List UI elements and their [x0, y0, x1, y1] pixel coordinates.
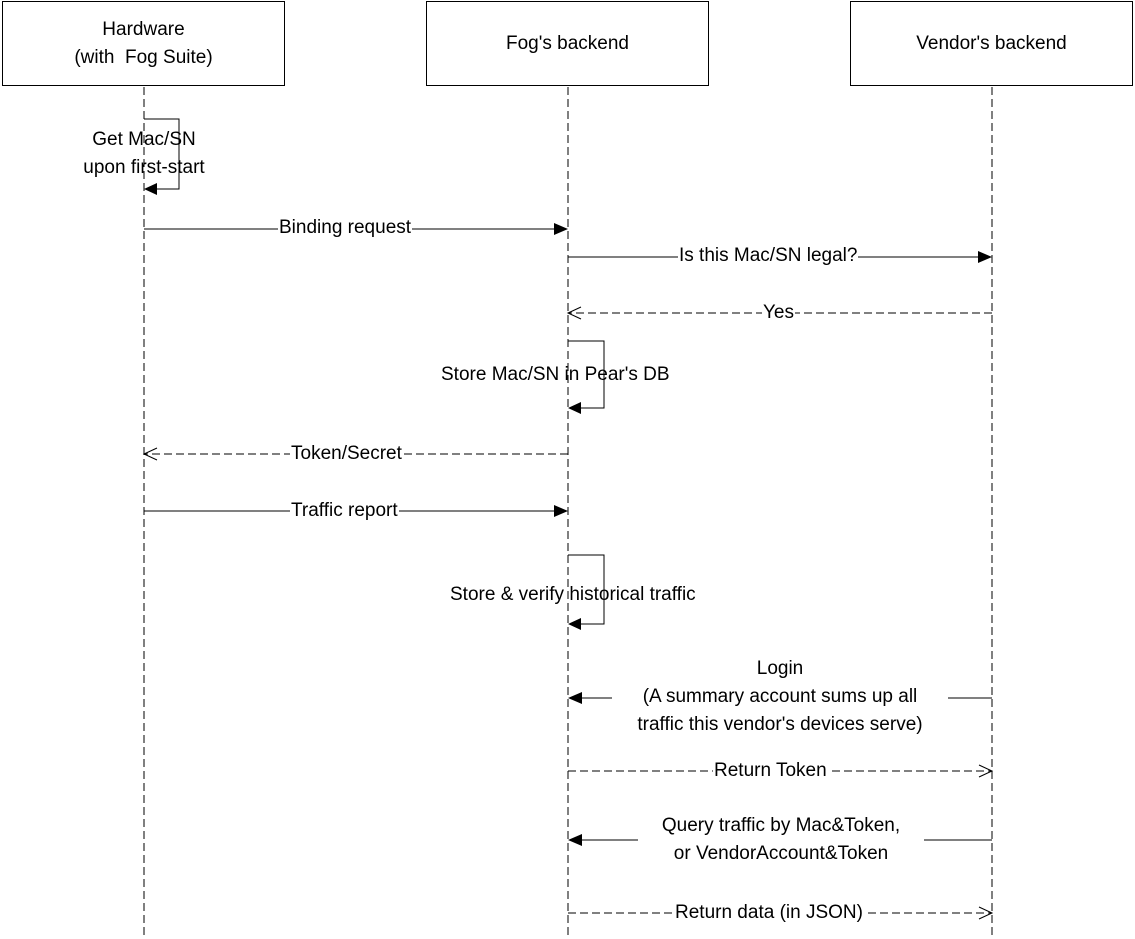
- message-label-store-verify-traffic: Store & verify historical traffic: [450, 584, 696, 605]
- actor-hardware: Hardware (with Fog Suite): [2, 1, 285, 86]
- message-label-return-data: Return data (in JSON): [674, 899, 864, 927]
- self-arrow-get-mac-sn: [144, 118, 180, 190]
- arrowhead-filled: [978, 251, 992, 263]
- arrowhead-filled: [554, 223, 568, 235]
- actor-hardware-line-1: Hardware: [102, 18, 185, 40]
- message-label-get-mac-sn: Get Mac/SN upon first-start: [63, 126, 225, 182]
- message-label-line: upon first-start: [83, 157, 205, 178]
- arrowhead-filled: [144, 183, 157, 195]
- message-label-traffic-report: Traffic report: [290, 497, 399, 525]
- message-label-line: Login: [756, 658, 804, 679]
- arrowhead-open: [142, 447, 158, 461]
- actor-vendor-backend: Vendor's backend: [850, 1, 1133, 86]
- arrowhead-filled: [568, 402, 581, 414]
- arrowhead-filled: [554, 505, 568, 517]
- arrowhead-open: [978, 906, 994, 920]
- message-label-store-mac-sn: Store Mac/SN in Pear's DB: [441, 364, 670, 385]
- arrowhead-filled: [568, 834, 582, 846]
- arrowhead-filled: [568, 618, 581, 630]
- message-label-login: Login (A summary account sums up all tra…: [612, 655, 948, 739]
- actor-vendor-backend-label: Vendor's backend: [916, 32, 1067, 54]
- message-label-yes: Yes: [762, 299, 795, 327]
- message-label-line: or VendorAccount&Token: [673, 843, 889, 864]
- self-arrow-store-verify: [568, 554, 605, 625]
- message-label-return-token: Return Token: [713, 757, 828, 785]
- message-label-line: Get Mac/SN: [92, 129, 196, 150]
- message-label-binding-request: Binding request: [278, 214, 413, 242]
- arrowhead-open: [978, 764, 994, 778]
- arrowhead-open: [566, 306, 582, 320]
- message-label-query-traffic: Query traffic by Mac&Token, or VendorAcc…: [638, 812, 924, 868]
- arrowhead-filled: [568, 692, 582, 704]
- actor-fog-backend: Fog's backend: [426, 1, 709, 86]
- message-label-mac-sn-legal: Is this Mac/SN legal?: [678, 242, 859, 270]
- message-label-line: Query traffic by Mac&Token,: [661, 815, 901, 836]
- actor-hardware-line-2: (with Fog Suite): [74, 46, 213, 68]
- message-label-line: traffic this vendor's devices serve): [637, 714, 923, 735]
- message-label-line: (A summary account sums up all: [642, 686, 918, 707]
- self-arrow-store-mac-sn: [568, 340, 605, 409]
- actor-fog-backend-label: Fog's backend: [506, 32, 629, 54]
- message-label-token-secret: Token/Secret: [290, 440, 403, 468]
